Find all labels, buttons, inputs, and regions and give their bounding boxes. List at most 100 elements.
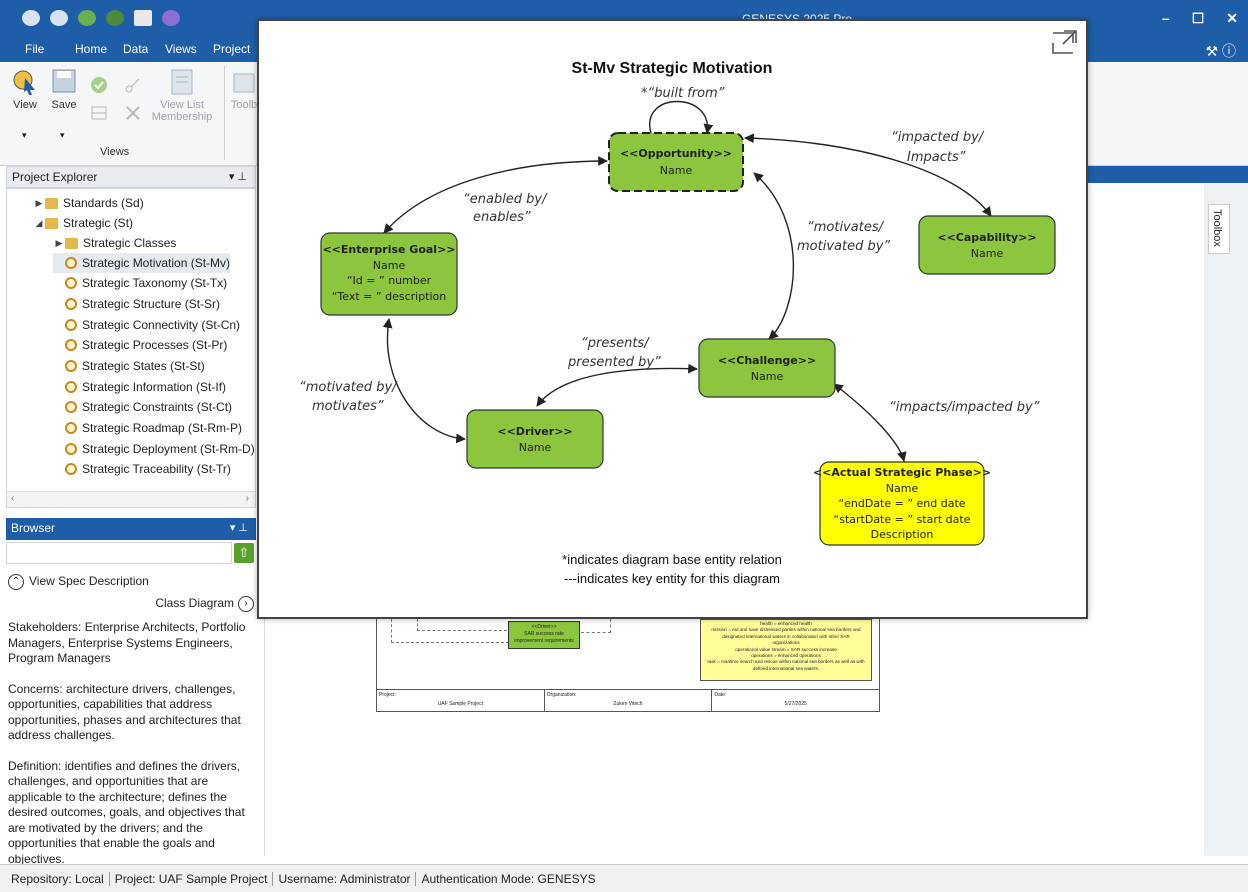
pin-icon[interactable]: ▾ ⊥ (228, 171, 247, 183)
tree-item-label: Strategic States (St-St) (82, 359, 205, 373)
opportunity-stereotype: <<Opportunity>> (620, 147, 732, 160)
tree-item-label: Strategic Taxonomy (St-Tx) (82, 276, 228, 290)
menu-file[interactable]: File (25, 42, 45, 56)
delete-button[interactable] (124, 104, 142, 125)
help-circle-icon[interactable] (162, 10, 180, 26)
status-project: Project: UAF Sample Project (110, 871, 274, 886)
actual-strategic-phase-node[interactable]: <<Actual Strategic Phase>> Name “endDate… (813, 461, 991, 546)
tree-item-label: Strategic Traceability (St-Tr) (82, 462, 231, 476)
tree-item-label: Strategic Structure (St-Sr) (82, 297, 221, 311)
save-button[interactable]: Save (50, 68, 78, 111)
refresh-icon[interactable] (78, 10, 96, 26)
tree-item[interactable]: Strategic Taxonomy (St-Tx) (53, 273, 227, 293)
chevron-down-icon[interactable]: ◢ (35, 217, 43, 228)
view-icon (65, 339, 77, 351)
challenge-node[interactable]: <<Challenge>> Name (698, 338, 836, 398)
opportunity-node[interactable]: <<Opportunity>> Name (608, 132, 744, 192)
save-dropdown-icon[interactable]: ▾ (60, 130, 65, 140)
view-button[interactable]: View (10, 68, 40, 111)
motivated-by-label-2: motivates” (312, 399, 384, 414)
impacted-by-edge (744, 133, 992, 217)
background-diagram: <<Driver>> SAR success rate improvement … (376, 618, 880, 712)
help-icon[interactable]: ⓘ (1222, 43, 1236, 59)
undo-icon[interactable] (22, 10, 40, 26)
bg-driver-stereotype: <<Driver>> (531, 624, 557, 630)
tree-item[interactable]: ◢Strategic (St) (33, 213, 134, 233)
tree-item[interactable]: Strategic Constraints (St-Ct) (53, 397, 232, 417)
bg-phase-line: operations = enhanced operations (751, 653, 821, 659)
menu-home[interactable]: Home (75, 42, 108, 56)
driver-stereotype: <<Driver>> (497, 425, 572, 438)
horizontal-scrollbar[interactable]: ‹› (7, 491, 255, 507)
impacted-by-label-2: Impacts” (907, 150, 966, 165)
maximize-button[interactable]: ☐ (1191, 10, 1205, 26)
tree-item[interactable]: Strategic Connectivity (St-Cn) (53, 315, 240, 335)
check-button[interactable] (90, 76, 108, 97)
menu-project[interactable]: Project (213, 42, 251, 56)
footer-value: UAF Sample Project (437, 701, 483, 707)
tab-strip (1086, 166, 1248, 183)
tree-item-label: Strategic Connectivity (St-Cn) (82, 318, 241, 332)
scroll-left-icon[interactable]: ‹ (11, 493, 15, 504)
window-controls: – ☐ ✕ (1162, 10, 1238, 27)
bg-phase-line: defined international sea waters. (752, 665, 820, 671)
capability-node[interactable]: <<Capability>> Name (918, 215, 1056, 275)
menu-views[interactable]: Views (165, 42, 197, 56)
menu-data[interactable]: Data (123, 42, 149, 56)
tree-item[interactable]: Strategic Processes (St-Pr) (53, 335, 227, 355)
view-spec-label: View Spec Description (29, 574, 149, 589)
status-auth: Authentication Mode: GENESYS (421, 871, 596, 886)
motivates-label: “motivates/ (807, 220, 885, 235)
chevron-right-icon[interactable]: ▶ (35, 197, 43, 208)
tree-item[interactable]: Strategic Motivation (St-Mv) (53, 253, 231, 273)
tree-item[interactable]: Strategic States (St-St) (53, 356, 205, 376)
tree-item[interactable]: ▶Standards (Sd) (33, 193, 144, 213)
tree-item-label: Strategic Information (St-If) (82, 380, 227, 394)
tree-item[interactable]: ▶Strategic Classes (53, 233, 177, 253)
toolbox-button[interactable]: Toolb (230, 68, 258, 111)
footer-value: Zuken Vitech (613, 701, 643, 707)
expand-icon[interactable] (1050, 27, 1080, 57)
table-button[interactable] (90, 104, 108, 125)
right-dock-strip (1204, 184, 1248, 856)
scissors-button[interactable] (124, 76, 142, 97)
footer-organization-cell: Organization: Zuken Vitech (545, 690, 713, 711)
driver-node[interactable]: <<Driver>> Name (466, 409, 604, 469)
view-icon (65, 401, 77, 413)
view-label: View (13, 99, 37, 111)
view-spec-toggle[interactable]: ⌃ View Spec Description (8, 574, 149, 590)
browser-pin-icon[interactable]: ▾ ⊥ (229, 522, 248, 534)
bg-driver-node[interactable]: <<Driver>> SAR success rate improvement … (508, 621, 580, 649)
browser-title: Browser (11, 521, 56, 535)
browser-search-input[interactable] (6, 542, 232, 564)
capability-name: Name (971, 247, 1004, 260)
table-icon (91, 106, 107, 120)
tools-icon[interactable]: ⚒ (1205, 43, 1219, 59)
up-arrow-icon[interactable]: ⇧ (234, 543, 254, 563)
view-list-membership-button[interactable]: View List Membership (148, 68, 216, 123)
tree-item[interactable]: Strategic Deployment (St-Rm-D) (53, 439, 255, 459)
phase-stereotype: <<Actual Strategic Phase>> (813, 466, 991, 479)
tree-item[interactable]: Strategic Information (St-If) (53, 377, 226, 397)
redo-icon[interactable] (50, 10, 68, 26)
enterprise-goal-node[interactable]: <<Enterprise Goal>> Name “Id = ” number … (320, 232, 458, 316)
project-explorer-title: Project Explorer (12, 170, 98, 184)
close-button[interactable]: ✕ (1226, 10, 1238, 26)
scroll-right-icon[interactable]: › (245, 493, 249, 504)
minimize-button[interactable]: – (1161, 10, 1170, 26)
folder-icon (65, 237, 78, 249)
built-from-label: *“built from” (641, 86, 725, 101)
class-diagram-link[interactable]: Class Diagram › (155, 596, 254, 612)
tree-item-label: Strategic Processes (St-Pr) (82, 338, 228, 352)
view-dropdown-icon[interactable]: ▾ (22, 130, 27, 140)
chevron-right-icon[interactable]: ▶ (55, 237, 63, 248)
phase-start-date: “startDate = ” start date (834, 513, 971, 526)
toolbox-tab[interactable]: Toolbox (1208, 204, 1230, 254)
tree-item[interactable]: Strategic Roadmap (St-Rm-P) (53, 418, 242, 438)
sync-icon[interactable] (106, 10, 124, 26)
grid-icon[interactable] (134, 10, 152, 26)
tree-item[interactable]: Strategic Traceability (St-Tr) (53, 459, 231, 479)
view-icon (65, 463, 77, 475)
tree-item[interactable]: Strategic Structure (St-Sr) (53, 294, 220, 314)
